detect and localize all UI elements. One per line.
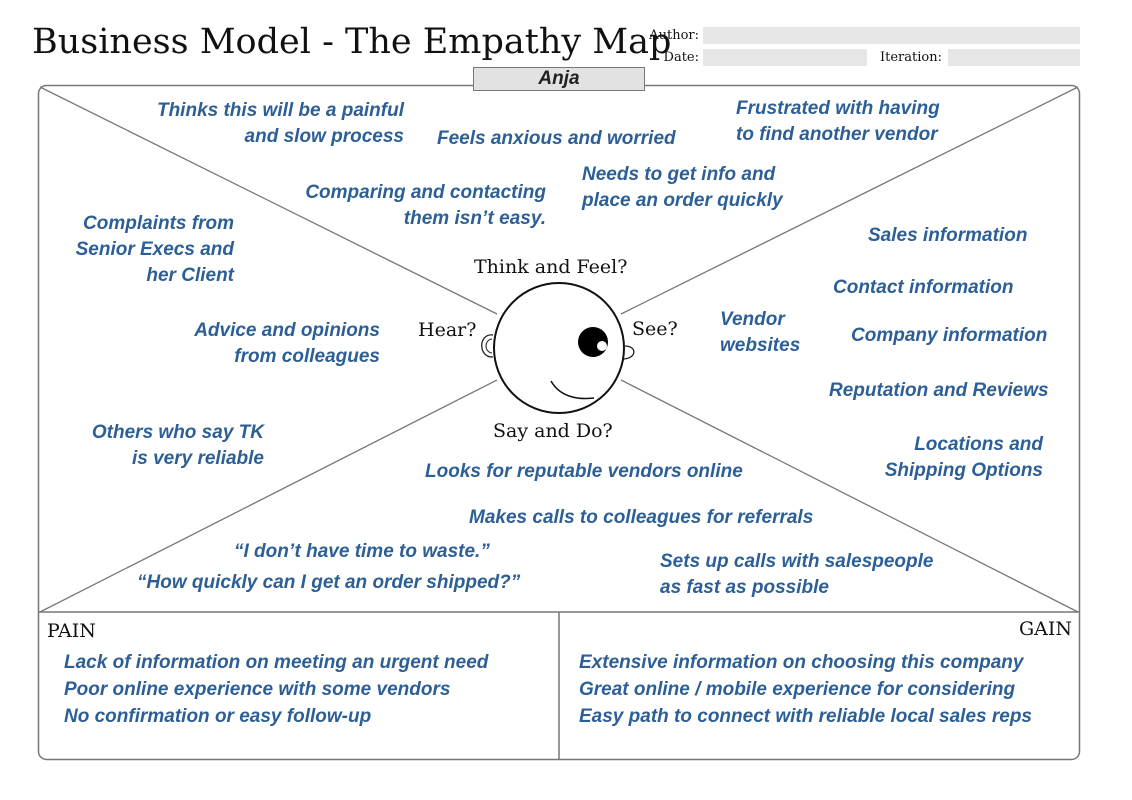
see-label: See? bbox=[632, 318, 678, 340]
say-do-label: Say and Do? bbox=[493, 420, 613, 442]
gain-item: Extensive information on choosing this c… bbox=[579, 652, 1024, 673]
think-feel-label: Think and Feel? bbox=[474, 256, 628, 278]
pain-heading: PAIN bbox=[47, 620, 96, 642]
say-note: Looks for reputable vendors online bbox=[425, 461, 743, 482]
pain-item: Lack of information on meeting an urgent… bbox=[64, 652, 489, 673]
say-note: Makes calls to colleagues for referrals bbox=[469, 507, 814, 528]
pain-item: No confirmation or easy follow-up bbox=[64, 706, 372, 727]
say-note: “I don’t have time to waste.” bbox=[234, 541, 490, 562]
date-field[interactable] bbox=[703, 49, 867, 66]
hear-label: Hear? bbox=[418, 319, 477, 341]
date-label: Date: bbox=[663, 50, 699, 65]
pain-item: Poor online experience with some vendors bbox=[64, 679, 451, 700]
gain-item: Great online / mobile experience for con… bbox=[579, 679, 1016, 700]
ear-left-icon bbox=[481, 334, 494, 358]
think-note: Feels anxious and worried bbox=[437, 128, 676, 149]
pain-list: Lack of information on meeting an urgent… bbox=[64, 649, 488, 730]
say-note: “How quickly can I get an order shipped?… bbox=[137, 572, 521, 593]
head-icon bbox=[481, 282, 635, 414]
gain-heading: GAIN bbox=[1018, 618, 1072, 640]
ear-right-icon bbox=[623, 345, 635, 360]
author-label: Author: bbox=[649, 28, 699, 43]
mouth-icon bbox=[550, 380, 595, 400]
page-title: Business Model - The Empathy Map bbox=[32, 22, 672, 62]
gain-item: Easy path to connect with reliable local… bbox=[579, 706, 1032, 727]
see-note: Reputation and Reviews bbox=[829, 380, 1049, 401]
divider-think-see bbox=[620, 86, 1079, 315]
author-field[interactable] bbox=[703, 27, 1080, 44]
head-circle bbox=[493, 282, 625, 414]
see-note: Company information bbox=[851, 325, 1048, 346]
divider-think-hear bbox=[39, 86, 498, 315]
gain-list: Extensive information on choosing this c… bbox=[579, 649, 1032, 730]
divider-say-hear bbox=[39, 379, 498, 613]
iteration-field[interactable] bbox=[948, 49, 1080, 66]
iteration-label: Iteration: bbox=[880, 50, 942, 65]
persona-name-box: Anja bbox=[473, 67, 645, 91]
see-note: Contact information bbox=[833, 277, 1014, 298]
see-note: Sales information bbox=[868, 225, 1028, 246]
divider-say-see bbox=[620, 379, 1079, 613]
